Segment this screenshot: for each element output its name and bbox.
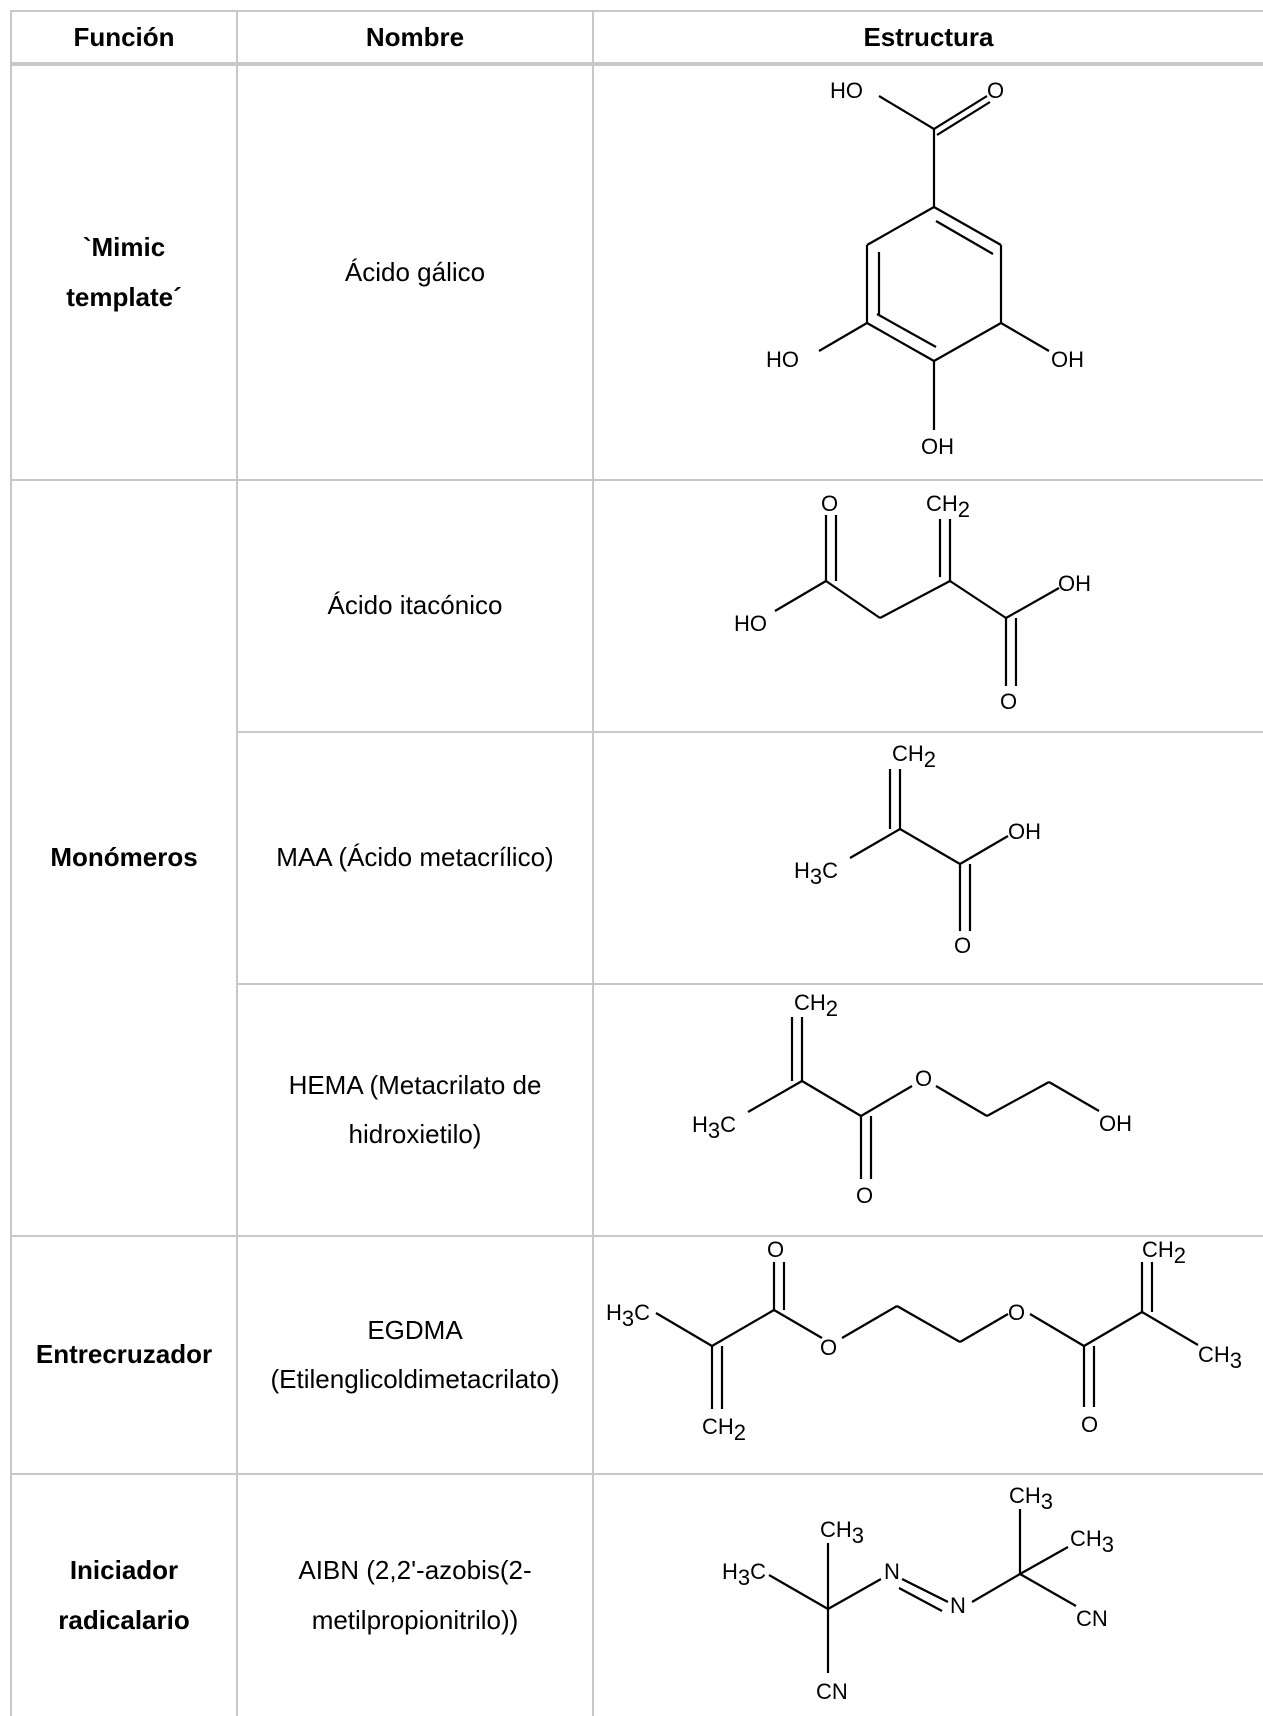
atom-cn: CN	[1076, 1606, 1108, 1631]
atom-o: O	[856, 1183, 873, 1208]
row-divider	[10, 479, 1263, 481]
atom-oh: OH	[1008, 819, 1041, 844]
atom-ch2: CH2	[1142, 1237, 1186, 1268]
row-divider	[237, 731, 1263, 733]
function-monomeros: Monómeros	[50, 842, 198, 873]
atom-h3c: H3C	[794, 858, 838, 889]
structure-acido-galico: HO O HO OH OH	[766, 78, 1084, 459]
structure-maa: CH2 H3C OH O	[794, 741, 1041, 958]
atom-oh: OH	[1058, 571, 1091, 596]
atom-o: O	[987, 78, 1004, 103]
structure-acido-itaconico: O CH2 HO OH O	[734, 491, 1091, 714]
name-egdma: EGDMA (Etilenglicoldimetacrilato)	[270, 1314, 560, 1394]
atom-oh: OH	[921, 434, 954, 459]
atom-oh: OH	[1099, 1111, 1132, 1136]
atom-h3c: H3C	[692, 1112, 736, 1143]
atom-o: O	[1000, 689, 1017, 714]
name-maa: MAA (Ácido metacrílico)	[276, 842, 554, 873]
atom-ch2: CH2	[892, 741, 936, 772]
atom-cn: CN	[816, 1679, 848, 1704]
structure-egdma: H3C CH2 O O O O CH2 CH3	[606, 1237, 1242, 1445]
header-divider	[10, 62, 1263, 66]
header-nombre: Nombre	[365, 21, 465, 52]
function-entrecruzador: Entrecruzador	[35, 1339, 213, 1370]
atom-ho: HO	[766, 347, 799, 372]
name-aibn: AIBN (2,2'-azobis(2-metilpropionitrilo))	[298, 1555, 532, 1635]
atom-n: N	[950, 1593, 966, 1618]
atom-o: O	[821, 491, 838, 516]
structure-hema: CH2 H3C O OH O	[692, 990, 1132, 1208]
column-divider	[592, 10, 594, 1716]
atom-o: O	[1008, 1300, 1025, 1325]
name-acido-itaconico: Ácido itacónico	[327, 590, 503, 621]
atom-h3c: H3C	[722, 1559, 766, 1590]
function-mimic-template: `Mimic template´	[66, 232, 182, 312]
table-left-border	[10, 10, 12, 1716]
name-hema: HEMA (Metacrilato de hidroxietilo)	[288, 1069, 542, 1149]
row-divider	[237, 983, 1263, 985]
atom-ch3: CH3	[1198, 1342, 1242, 1373]
atom-ho: HO	[830, 78, 863, 103]
atom-ho: HO	[734, 611, 767, 636]
table-top-border	[10, 10, 1263, 12]
header-estructura: Estructura	[863, 21, 994, 52]
atom-o: O	[1081, 1412, 1098, 1437]
header-funcion: Función	[73, 21, 175, 52]
row-divider	[10, 1235, 1263, 1237]
atom-ch2: CH2	[794, 990, 838, 1021]
structure-aibn: H3C CH3 CN N N CH3 CH3 CN	[722, 1483, 1114, 1704]
function-iniciador: Iniciador radicalario	[58, 1555, 190, 1635]
atom-oh: OH	[1051, 347, 1084, 372]
atom-o: O	[954, 933, 971, 958]
atom-o: O	[915, 1066, 932, 1091]
name-acido-galico: Ácido gálico	[344, 256, 486, 287]
atom-o: O	[820, 1335, 837, 1360]
atom-o: O	[767, 1237, 784, 1262]
atom-ch3: CH3	[1070, 1526, 1114, 1557]
atom-ch3: CH3	[1009, 1483, 1053, 1514]
atom-n: N	[884, 1559, 900, 1584]
atom-ch2: CH2	[926, 491, 970, 522]
atom-h3c: H3C	[606, 1300, 650, 1331]
atom-ch2: CH2	[702, 1414, 746, 1445]
column-divider	[236, 10, 238, 1716]
atom-ch3: CH3	[820, 1517, 864, 1548]
row-divider	[10, 1473, 1263, 1475]
